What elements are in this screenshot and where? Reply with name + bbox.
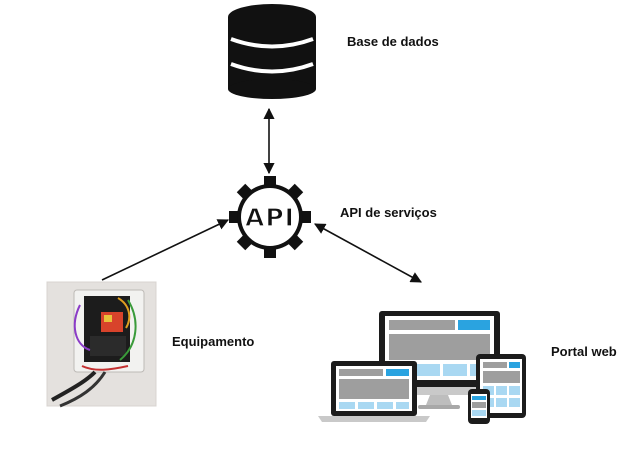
web-portal-label: Portal web <box>551 344 617 359</box>
database-label: Base de dados <box>347 34 439 49</box>
api-gear-text: API <box>245 203 295 232</box>
responsive-devices-icon <box>318 311 526 424</box>
edge-equipment-api <box>101 219 230 281</box>
equipment-photo <box>46 281 157 408</box>
api-gear-icon: API <box>229 176 311 258</box>
database-icon <box>228 4 316 99</box>
equipment-label: Equipamento <box>172 334 255 349</box>
api-label: API de serviços <box>340 205 437 220</box>
edge-api-web <box>314 223 422 283</box>
